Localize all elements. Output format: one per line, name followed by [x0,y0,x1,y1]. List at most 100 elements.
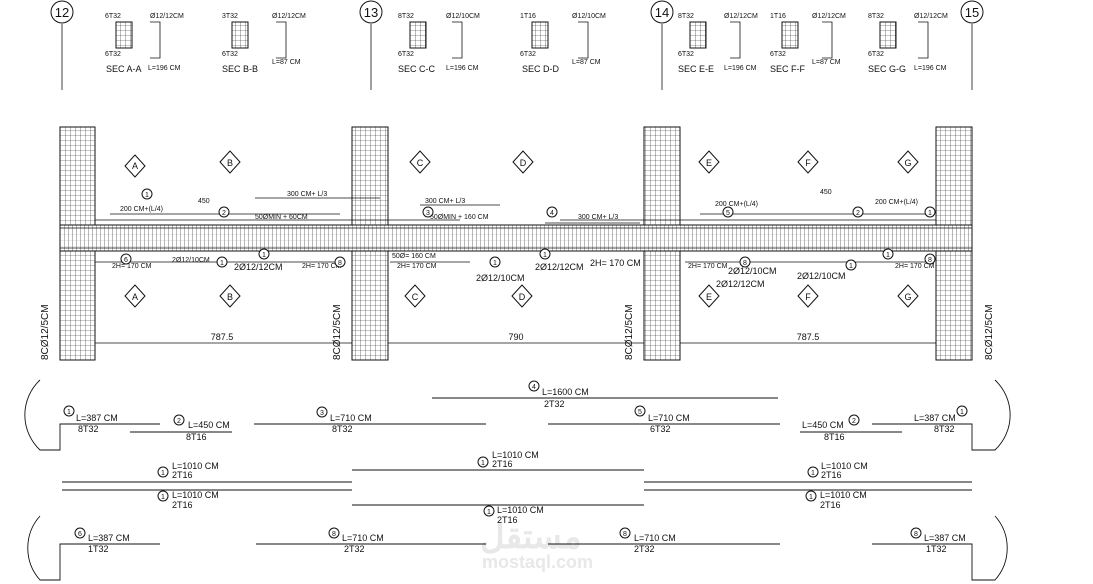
bar-length: L=1010 CM [820,490,867,500]
section-title: SEC F-F [770,64,806,74]
beam-note: 2H= 170 CM [895,263,935,270]
section-marker-label: E [706,158,712,168]
section-title: SEC C-C [398,64,436,74]
bar-mark: 1 [487,509,491,516]
section-length: L=196 CM [446,65,479,72]
beam-note: 50ØMIN + 160 CM [430,214,489,221]
bar-mark: 1 [220,260,224,267]
grid-axis-12: 12 [50,0,74,24]
bar-item: 1 L=387 CM 8T32 [63,405,118,434]
section-marker-d-top: D [512,150,534,174]
bar-item: 8 L=387 CM 1T32 [910,527,966,554]
section-top-bar: 1T16 [520,13,536,20]
bar-mark: 1 [145,192,149,199]
bar-mark: 5 [726,210,730,217]
grid-lines [61,24,973,90]
section-b-b: 3T32 6T32 Ø12/12CM L=87 CM SEC B-B [222,13,306,74]
section-stirrup: Ø12/12CM [272,13,306,20]
bar-mark: 1 [849,263,853,270]
section-marker-f-top: F [797,150,819,174]
section-title: SEC B-B [222,64,258,74]
section-marker-e-top: E [698,150,720,174]
section-c-c: 8T32 6T32 Ø12/10CM L=196 CM SEC C-C [398,13,480,74]
section-stirrup: Ø12/10CM [572,13,606,20]
section-marker-d-bottom: D [511,284,533,308]
beam-note: 200 CM+(L/4) [715,201,758,208]
bar-item: 8 L=710 CM 2T32 [328,527,384,554]
section-length: L=87 CM [272,59,301,66]
section-marker-label: B [227,158,233,168]
bar-length: L=1600 CM [542,387,589,397]
section-marker-label: C [412,292,419,302]
bar-length: L=387 CM [914,413,956,423]
bar-mark: 4 [550,210,554,217]
section-bottom-bar: 6T32 [398,51,414,58]
bar-quantity: 2T16 [172,470,193,480]
section-marker-label: G [904,292,911,302]
bar-mark: 1 [809,494,813,501]
span-length: 787.5 [797,332,820,342]
bar-length: L=387 CM [76,413,118,423]
section-marker-g-bottom: G [897,284,919,308]
grid-axis-label: 15 [965,5,979,20]
section-d-d: 1T16 6T32 Ø12/10CM L=87 CM SEC D-D [520,13,606,74]
bar-mark: 8 [928,257,932,264]
section-top-bar: 8T32 [398,13,414,20]
section-marker-label: F [805,158,811,168]
bar-length: L=1010 CM [172,461,219,471]
bar-schedule-labels: 1 L=387 CM 8T32 2 L=450 CM 8T16 3 L=710 … [63,380,968,554]
bar-item: 1 L=1010 CM 2T16 [807,461,868,480]
section-bottom-bar: 6T32 [222,51,238,58]
bar-item: 1 L=1010 CM 2T16 [483,505,544,525]
bar-quantity: 8T32 [332,424,353,434]
section-bottom-bar: 6T32 [770,51,786,58]
section-length: L=196 CM [724,65,757,72]
span-length: 790 [508,332,523,342]
bar-length: L=1010 CM [492,450,539,460]
section-marker-label: B [227,292,233,302]
bar-quantity: 8T32 [934,424,955,434]
beam-annotations: 450 300 CM+ L/3 300 CM+ L/3 300 CM+ L/3 … [112,189,935,289]
section-marker-label: F [805,292,811,302]
section-top-bar: 1T16 [770,13,786,20]
beam-note: 300 CM+ L/3 [425,198,465,205]
bar-item: 1 L=1010 CM 2T16 [477,450,539,469]
bar-quantity: 2T16 [492,459,513,469]
bar-quantity: 8T16 [186,432,207,442]
section-top-bar: 8T32 [678,13,694,20]
bar-mark: 1 [811,470,815,477]
stirrup-note: 2Ø12/12CM [716,279,765,289]
bar-item: 8 L=710 CM 2T32 [619,527,676,554]
section-length: L=196 CM [914,65,947,72]
bar-length: L=710 CM [634,533,676,543]
bar-mark: 2 [856,210,860,217]
grid-axis-label: 13 [364,5,378,20]
section-top-bar: 3T32 [222,13,238,20]
section-marker-label: A [132,161,138,171]
bar-mark: 4 [532,384,536,391]
section-stirrup: Ø12/10CM [446,13,480,20]
grid-axis-13: 13 [359,0,383,24]
bar-quantity: 2T32 [344,544,365,554]
grid-axis-label: 14 [655,5,669,20]
beam-note: 2H= 170 CM [397,263,437,270]
bar-quantity: 1T32 [88,544,109,554]
bar-quantity: 8T16 [824,432,845,442]
stirrup-note: 2Ø12/12CM [234,262,283,272]
bar-mark: 6 [78,531,82,538]
bar-item: 4 L=1600 CM 2T32 [528,380,589,409]
section-bottom-bar: 6T32 [520,51,536,58]
bar-mark: 1 [543,252,547,259]
bar-quantity: 2T32 [544,399,565,409]
stirrup-note: 2Ø12/10CM [476,273,525,283]
section-marker-f-bottom: F [797,284,819,308]
watermark: مستقل mostaql.com [480,518,593,572]
section-marker-label: A [132,292,138,302]
watermark-arabic: مستقل [480,518,582,556]
section-stirrup: Ø12/12CM [150,13,184,20]
beam-note: 50ØMIN + 60CM [255,214,308,221]
column-ties-label: 8CØ12/5CM [332,304,343,360]
bar-quantity: 6T32 [650,424,671,434]
stirrup-note: 2Ø12/12CM [535,262,584,272]
